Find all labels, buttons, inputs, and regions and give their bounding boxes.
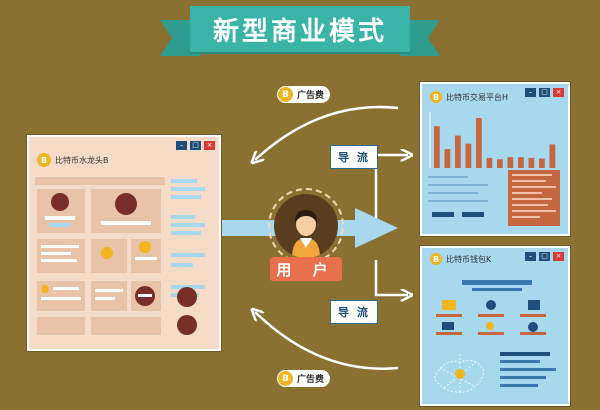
exchange-window-title: 比特币交易平台H <box>446 92 509 102</box>
chart-bar <box>549 144 556 168</box>
maximize-icon[interactable]: □ <box>190 141 201 150</box>
user-label: 用 户 <box>270 257 342 281</box>
ad-fee-badge-top: B 广告费 <box>277 86 331 103</box>
wallet-window-titlebar: B 比特币钱包K <box>422 248 568 270</box>
chart-bar <box>486 157 493 168</box>
wallet-window-title: 比特币钱包K <box>446 254 492 264</box>
wallet-map <box>433 354 485 394</box>
faucet-card <box>37 317 85 335</box>
curved-arrow-top <box>255 105 399 160</box>
window-controls: – □ × <box>176 141 215 150</box>
minimize-icon[interactable]: – <box>525 252 536 261</box>
bitcoin-icon: B <box>278 87 293 102</box>
flow-tag-bottom: 导 流 <box>330 300 378 324</box>
chart-bar <box>528 157 535 168</box>
user-avatar <box>268 188 344 264</box>
wallet-list <box>500 352 560 396</box>
wallet-action-icons <box>436 300 556 340</box>
wallet-action-icon[interactable] <box>486 322 494 330</box>
flow-band-arrowhead <box>355 208 398 248</box>
faucet-card <box>131 239 161 273</box>
bitcoin-icon: B <box>430 253 442 265</box>
cart-icon[interactable] <box>528 300 540 310</box>
faucet-card <box>37 239 85 273</box>
faucet-card <box>37 281 85 311</box>
ad-fee-label: 广告费 <box>297 91 325 101</box>
faucet-window-title: 比特币水龙头B <box>55 155 109 165</box>
faucet-card <box>131 281 161 311</box>
chart-bar <box>434 126 440 168</box>
exchange-orderbook <box>508 170 560 226</box>
wallet-action-icon[interactable] <box>442 300 456 310</box>
wallet-action-icon[interactable] <box>442 322 454 330</box>
exchange-table <box>428 172 498 222</box>
minimize-icon[interactable]: – <box>176 141 187 150</box>
chart-bar <box>518 157 524 168</box>
ad-fee-badge-bottom: B 广告费 <box>277 370 331 387</box>
wallet-action-icon[interactable] <box>486 300 496 310</box>
faucet-window-titlebar: B 比特币水龙头B <box>29 149 219 171</box>
chart-bar <box>497 159 503 168</box>
maximize-icon[interactable]: □ <box>539 88 550 97</box>
bracket-arrow-top <box>374 155 408 225</box>
chart-bar <box>507 157 514 168</box>
page-title: 新型商业模式 <box>190 6 410 52</box>
wallet-window: B 比特币钱包K – □ × <box>420 246 570 406</box>
bitcoin-icon: B <box>37 153 51 167</box>
flow-tag-top: 导 流 <box>330 145 378 169</box>
bracket-arrow-bottom <box>374 260 408 295</box>
chart-bar <box>465 143 472 168</box>
exchange-window-titlebar: B 比特币交易平台H <box>422 86 568 108</box>
faucet-card <box>91 281 127 311</box>
close-icon[interactable]: × <box>553 252 564 261</box>
close-icon[interactable]: × <box>553 88 564 97</box>
chart-bar <box>455 135 461 168</box>
window-controls: – □ × <box>525 252 564 261</box>
faucet-card <box>91 189 161 233</box>
wallet-header-bar <box>462 280 532 285</box>
close-icon[interactable]: × <box>204 141 215 150</box>
wallet-header-bar <box>472 288 522 291</box>
curved-arrow-bottom <box>255 312 399 370</box>
maximize-icon[interactable]: □ <box>539 252 550 261</box>
chart-bar <box>539 158 545 168</box>
faucet-sidebar <box>167 177 213 343</box>
bitcoin-icon: B <box>430 91 442 103</box>
exchange-bar-chart <box>429 112 556 168</box>
user-person-icon <box>292 210 320 258</box>
faucet-card <box>91 239 127 273</box>
minimize-icon[interactable]: – <box>525 88 536 97</box>
chart-bar <box>476 118 482 168</box>
window-controls: – □ × <box>525 88 564 97</box>
faucet-window: B 比特币水龙头B – □ × <box>27 135 221 351</box>
bitcoin-icon: B <box>278 371 293 386</box>
exchange-window: B 比特币交易平台H – □ × <box>420 82 570 236</box>
wallet-action-icon[interactable] <box>528 322 538 332</box>
chart-bar <box>444 149 451 168</box>
ad-fee-label: 广告费 <box>297 375 325 385</box>
faucet-card <box>37 189 85 233</box>
faucet-toolbar <box>35 177 165 185</box>
faucet-card <box>91 317 161 335</box>
